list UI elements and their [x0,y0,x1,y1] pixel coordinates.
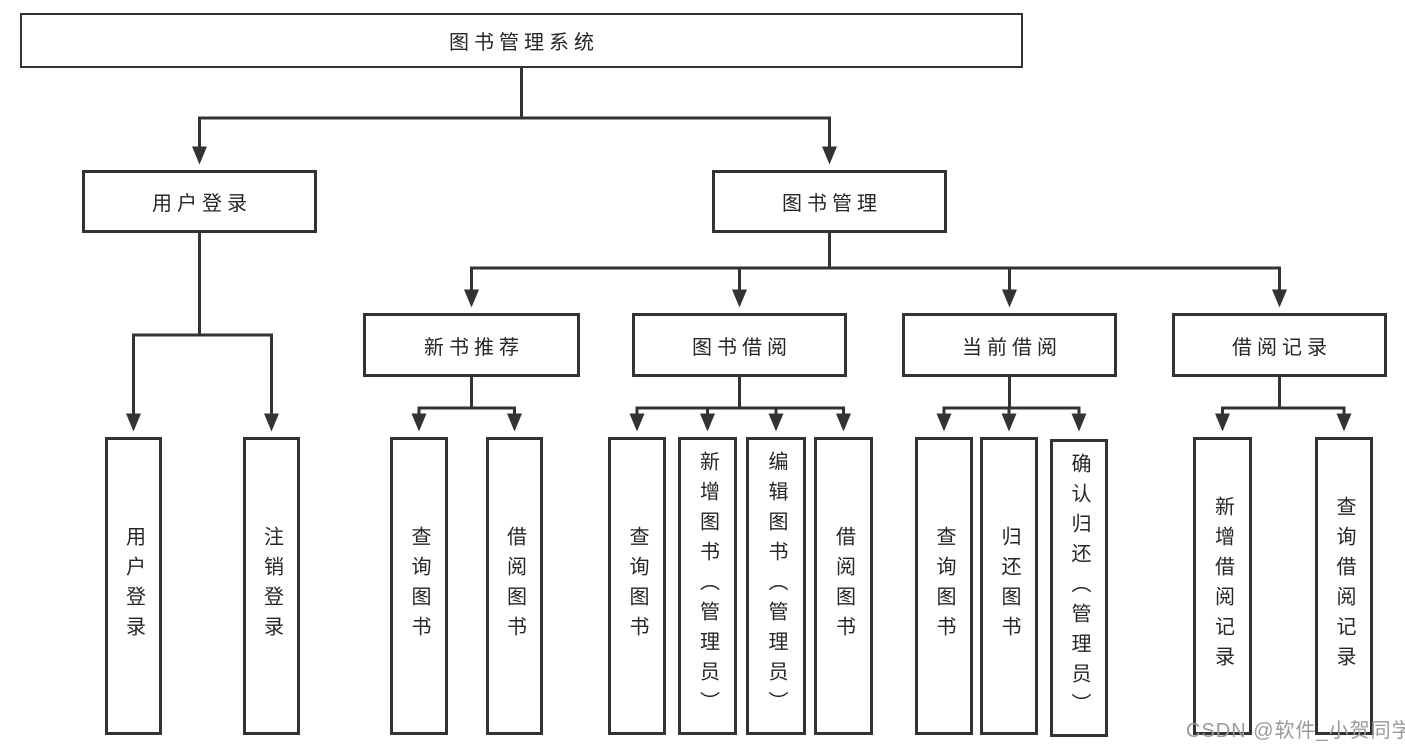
connector-book-management-branch [470,233,1281,270]
node-label: 查询图书 [626,526,648,646]
node-label: 用户登录 [122,526,145,646]
node-label: 编辑图书（管理员） [765,451,787,721]
watermark: CSDN @软件_小贺同学 [1186,720,1405,742]
leaf-user-login: 用户登录 [105,437,162,735]
node-current-borrow: 当前借阅 [902,313,1117,377]
node-label: 借阅记录 [1232,336,1332,359]
node-root: 图书管理系统 [20,13,1023,68]
connector-new-book-recommend-branch [417,377,516,410]
connector-user-login-branch [132,233,273,337]
connector-root-branch [198,66,831,120]
leaf-query-books-3: 查询图书 [915,437,973,735]
leaf-add-borrow-record: 新增借阅记录 [1193,437,1252,735]
node-label: 归还图书 [998,526,1020,646]
node-book-management: 图书管理 [712,170,947,233]
node-new-book-recommend: 新书推荐 [363,313,580,377]
node-label: 图书管理 [782,193,882,215]
node-book-borrow: 图书借阅 [632,313,847,377]
connector-book-borrow-branch [635,377,845,410]
node-user-login: 用户登录 [82,170,317,233]
node-label: 用户登录 [152,193,252,215]
node-label: 新书推荐 [424,336,524,359]
leaf-borrow-books-2: 借阅图书 [814,437,873,735]
node-label: 注销登录 [260,526,283,646]
connector-borrow-records-branch [1221,377,1346,410]
node-label: 图书管理系统 [449,32,599,54]
node-label: 确认归还（管理员） [1068,453,1090,723]
node-label: 新增借阅记录 [1211,496,1234,676]
leaf-logout: 注销登录 [243,437,300,735]
leaf-query-borrow-record: 查询借阅记录 [1315,437,1373,735]
node-label: 查询图书 [933,526,955,646]
connector-current-borrow-branch [942,377,1081,410]
node-borrow-records: 借阅记录 [1172,313,1387,377]
leaf-return-books: 归还图书 [980,437,1038,735]
node-label: 查询图书 [408,526,430,646]
leaf-query-books-2: 查询图书 [608,437,666,735]
node-label: 借阅图书 [832,526,855,646]
leaf-add-book-admin: 新增图书（管理员） [678,437,737,735]
node-label: 新增图书（管理员） [696,451,719,721]
leaf-borrow-books-1: 借阅图书 [486,437,543,735]
node-label: 查询借阅记录 [1333,496,1355,676]
node-label: 借阅图书 [503,526,526,646]
node-label: 图书借阅 [692,336,792,359]
leaf-confirm-return-admin: 确认归还（管理员） [1050,439,1108,737]
leaf-query-books-1: 查询图书 [390,437,448,735]
leaf-edit-book-admin: 编辑图书（管理员） [746,437,806,735]
node-label: 当前借阅 [962,336,1062,359]
